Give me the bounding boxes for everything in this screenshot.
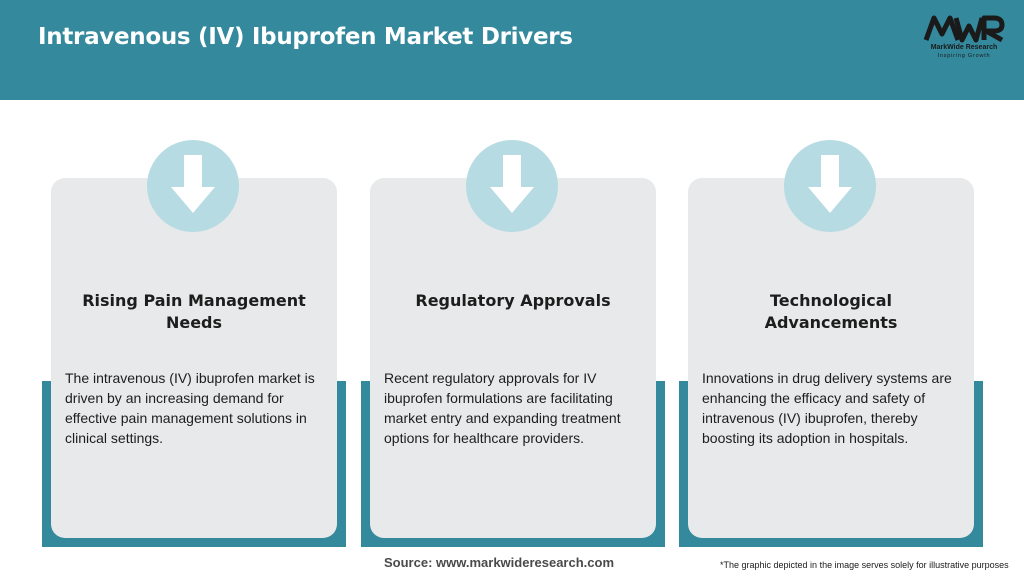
card-description: Innovations in drug delivery systems are… [702, 370, 952, 446]
logo-name: MarkWide Research [930, 44, 998, 51]
card-title: Technological Advancements [764, 291, 898, 332]
down-arrow-icon [171, 155, 215, 213]
card-title: Rising Pain Management Needs [82, 291, 306, 332]
down-arrow-icon [808, 155, 852, 213]
logo-tagline: Inspiring Growth [937, 53, 991, 59]
icon-circle [784, 140, 876, 232]
source-link[interactable]: Source: www.markwideresearch.com [384, 555, 615, 570]
card-panel: Regulatory Approvals Recent regulatory a… [370, 178, 656, 538]
card-panel: Rising Pain Management Needs The intrave… [51, 178, 337, 538]
driver-card-3: Technological Advancements Innovations i… [679, 140, 988, 550]
card-description: Recent regulatory approvals for IV ibupr… [384, 370, 621, 446]
driver-card-2: Regulatory Approvals Recent regulatory a… [361, 140, 670, 550]
markwide-research-logo [923, 15, 1005, 43]
icon-circle [147, 140, 239, 232]
driver-card-1: Rising Pain Management Needs The intrave… [42, 140, 351, 550]
disclaimer-note: *The graphic depicted in the image serve… [720, 560, 1009, 570]
down-arrow-icon [490, 155, 534, 213]
card-description: The intravenous (IV) ibuprofen market is… [65, 370, 315, 446]
icon-circle [466, 140, 558, 232]
header-banner: Intravenous (IV) Ibuprofen Market Driver… [0, 0, 1024, 100]
page-title: Intravenous (IV) Ibuprofen Market Driver… [38, 24, 573, 50]
card-title: Regulatory Approvals [415, 291, 611, 310]
logo-text: MarkWide Research Inspiring Growth [922, 44, 1006, 60]
card-panel: Technological Advancements Innovations i… [688, 178, 974, 538]
